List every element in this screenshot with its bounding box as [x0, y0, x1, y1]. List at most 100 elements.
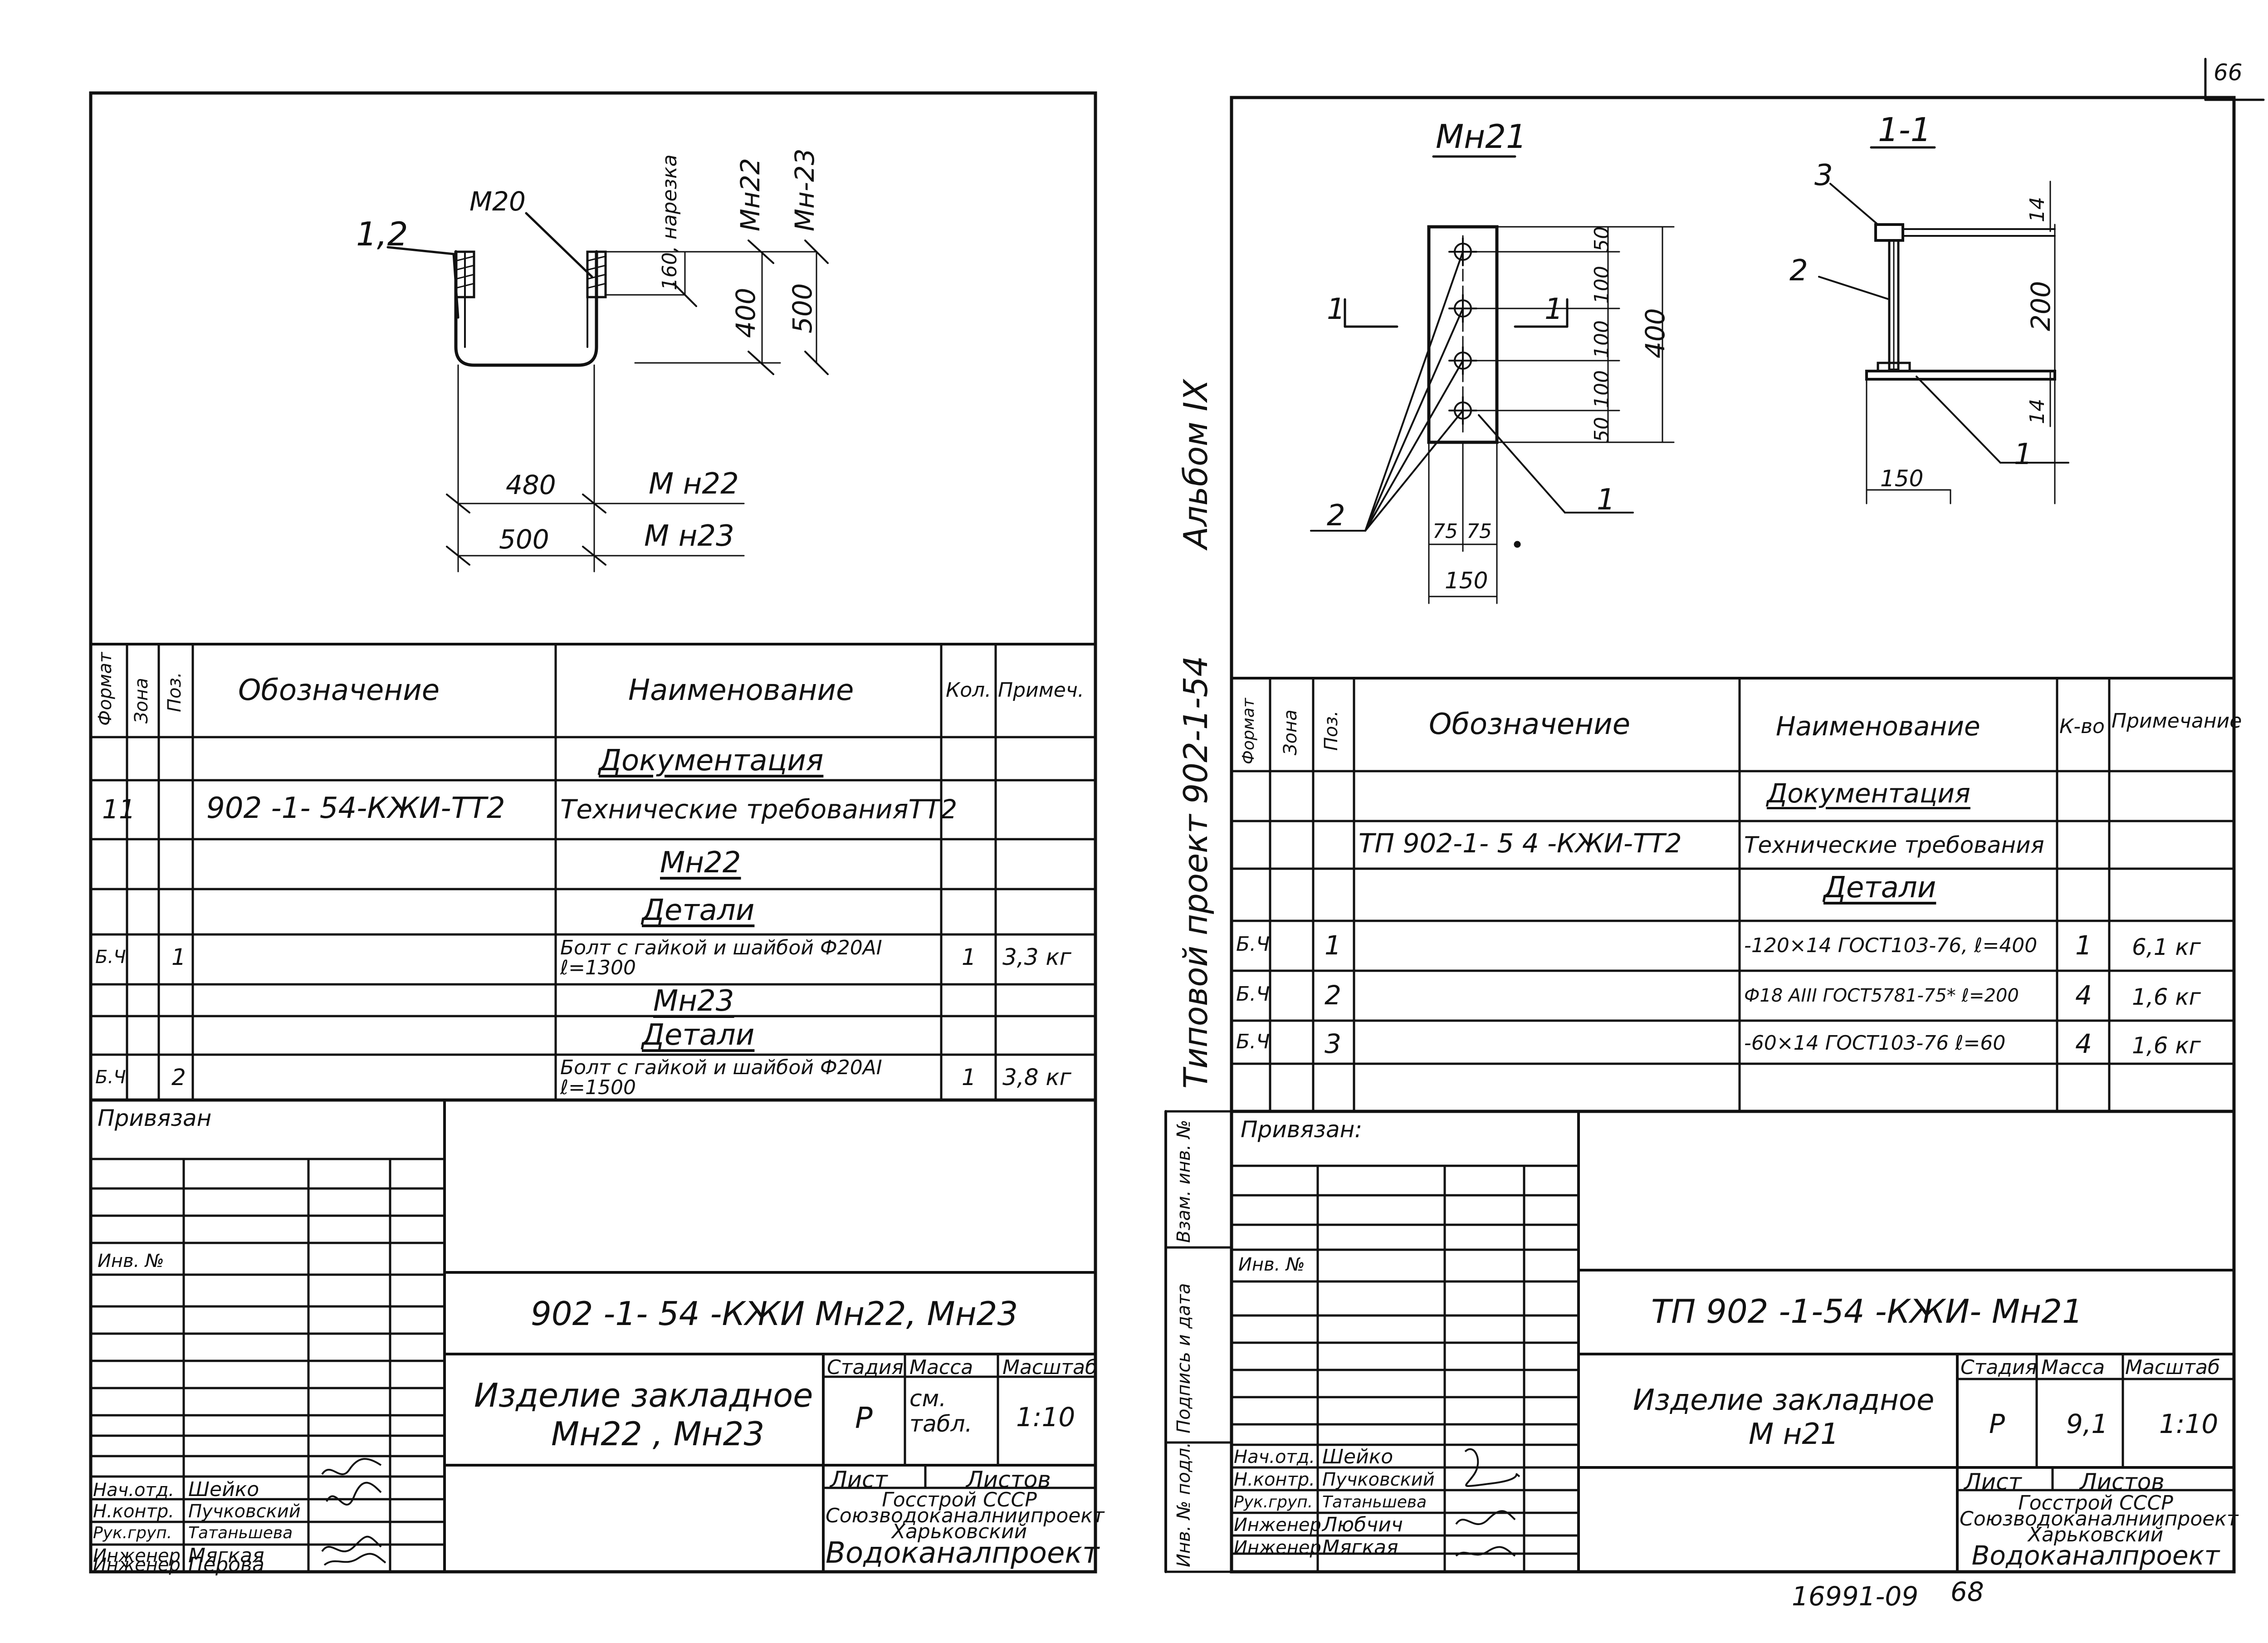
- dim-100: 100: [1590, 266, 1613, 304]
- staff-role: Нач.отд.: [93, 1480, 175, 1501]
- scale-label: Масштаб: [2125, 1356, 2220, 1379]
- dim-50-top: 50: [1590, 226, 1613, 252]
- spec-cell-name: Технические требования: [1744, 832, 2044, 858]
- drawing-title-mn21: Mн21: [1436, 117, 1527, 156]
- spec-row-section: Детали: [642, 1018, 755, 1052]
- spec-cell-pos: 3: [1325, 1028, 1341, 1059]
- stage-value: Р: [855, 1402, 873, 1435]
- mass-value: см. табл.: [909, 1385, 973, 1437]
- dim-75: 75: [1466, 520, 1492, 543]
- label-mn23: M н23: [644, 519, 734, 553]
- spec-header-format: Формат: [1239, 698, 1258, 764]
- spec-header-pos: Поз.: [164, 672, 185, 712]
- inv-no-label: Инв. №: [98, 1251, 164, 1271]
- item-title: Изделие закладное: [1633, 1384, 1935, 1417]
- project-label: Типовой проект 902-1-54: [1177, 655, 1215, 1089]
- spec-header-zone: Зона: [1280, 709, 1301, 755]
- spec-cell-qty: 1: [2075, 930, 2092, 961]
- spec-cell-format: Б.Ч: [1236, 983, 1270, 1006]
- org-name: Водоканалпроект: [826, 1536, 1100, 1570]
- dim-500-bottom: 500: [499, 524, 549, 555]
- staff-name: Шейко: [188, 1478, 259, 1501]
- dim-500: 500: [787, 283, 818, 333]
- spec-cell-name: Болт с гайкой и шайбой Ф20АI ℓ=1500: [560, 1056, 882, 1099]
- privyazan-label: Привязан:: [1241, 1116, 1363, 1143]
- dim-480: 480: [506, 469, 556, 500]
- section-mark-right: 1: [1545, 293, 1563, 326]
- section-label-pos-3: 3: [1814, 159, 1833, 192]
- scale-label: Масштаб: [1002, 1356, 1098, 1379]
- item-title-marks: Mн22 , Mн23: [551, 1415, 765, 1453]
- dim-400: 400: [730, 288, 761, 338]
- spec-cell-pos: 2: [1325, 980, 1341, 1011]
- spec-cell-qty: 1: [962, 1064, 976, 1090]
- spec-header-format: Формат: [95, 652, 116, 726]
- spec-cell-format: Б.Ч: [95, 1067, 126, 1088]
- document-code: ТП 902 -1-54 -КЖИ- Mн21: [1651, 1292, 2083, 1330]
- album-label: Альбом IX: [1177, 379, 1215, 549]
- org-line: Госстрой СССР: [2018, 1491, 2173, 1515]
- spec-header-note: Примечание: [2112, 709, 2242, 733]
- spec-cell-note: 3,3 кг: [1002, 944, 1071, 970]
- spec-cell-name: -120×14 ГОСТ103-76, ℓ=400: [1744, 934, 2038, 957]
- section-dim-14-top: 14: [2026, 197, 2049, 222]
- sheet-label: Лист: [1964, 1469, 2022, 1495]
- label-mn22: M н22: [649, 467, 739, 501]
- staff-name: Пучковский: [1322, 1469, 1435, 1490]
- spec-header-pos: Поз.: [1321, 710, 1342, 751]
- spec-row-section: Детали: [1823, 871, 1936, 905]
- privyazan-label: Привязан: [98, 1105, 212, 1131]
- org-line: Союзводоканалниипроект: [826, 1504, 1105, 1527]
- sheets-label: Листов: [966, 1467, 1051, 1493]
- spec-cell-name: Болт с гайкой и шайбой Ф20АI ℓ=1300: [560, 936, 882, 979]
- spec-header-name: Наименование: [1776, 711, 1980, 742]
- label-mn23-top: Mн-23: [789, 148, 820, 231]
- stage-label: Стадия: [827, 1356, 904, 1379]
- spec-cell-format: Б.Ч: [95, 947, 126, 968]
- staff-name: Мягкая: [1322, 1536, 1398, 1559]
- spec-cell-qty: 1: [962, 944, 976, 970]
- section-title: 1-1: [1878, 111, 1931, 149]
- staff-role: Нач.отд.: [1234, 1447, 1315, 1467]
- spec-row-section: Документация: [1767, 778, 1970, 809]
- spec-row-section: Mн22: [660, 846, 741, 880]
- spec-header-designation: Обозначение: [238, 674, 440, 707]
- spec-header-note: Примеч.: [998, 679, 1084, 702]
- staff-role: Инженер: [93, 1555, 181, 1575]
- section-mark-left: 1: [1327, 293, 1345, 326]
- page-number-bottom: 68: [1950, 1576, 1984, 1607]
- staff-name: Татаньшева: [188, 1524, 293, 1542]
- side-label-signature-date: Подпись и дата: [1173, 1283, 1194, 1433]
- label-mn22-top: Mн22: [735, 158, 766, 231]
- spec-cell-format: Б.Ч: [1236, 933, 1270, 956]
- document-code: 902 -1- 54 -КЖИ Mн22, Mн23: [531, 1295, 1018, 1333]
- staff-name: Пучковский: [188, 1501, 301, 1522]
- spec-row-section: Детали: [642, 894, 755, 927]
- staff-role: Н.контр.: [1234, 1469, 1315, 1490]
- dim-150: 150: [1445, 567, 1488, 594]
- spec-cell-format: Б.Ч: [1236, 1030, 1270, 1053]
- mass-label: Масса: [909, 1356, 973, 1379]
- staff-name: Перова: [188, 1553, 264, 1576]
- sheet-code-bottom: 16991-09: [1792, 1581, 1919, 1612]
- staff-name: Мягкая: [188, 1544, 264, 1567]
- sheet-label: Лист: [830, 1467, 888, 1493]
- spec-header-qty: Кол.: [946, 679, 992, 702]
- staff-role: Инженер: [93, 1545, 181, 1566]
- spec-cell-note: 1,6 кг: [2132, 1032, 2201, 1059]
- section-label-pos-2: 2: [1789, 254, 1808, 288]
- spec-cell-pos: 1: [1325, 930, 1341, 961]
- spec-header-zone: Зона: [131, 678, 152, 724]
- spec-cell-name: Технические требованияТТ2: [560, 794, 958, 825]
- staff-name: Любчич: [1322, 1513, 1403, 1536]
- inv-no-label: Инв. №: [1238, 1254, 1305, 1275]
- scale-value: 1:10: [2159, 1408, 2219, 1439]
- spec-row-section: Mн23: [653, 984, 734, 1018]
- staff-name: Шейко: [1322, 1445, 1393, 1468]
- stage-label: Стадия: [1960, 1356, 2037, 1379]
- label-pos-1: 1: [1597, 483, 1615, 517]
- section-dim-150: 150: [1880, 465, 1924, 492]
- signature-marks: [321, 1458, 386, 1566]
